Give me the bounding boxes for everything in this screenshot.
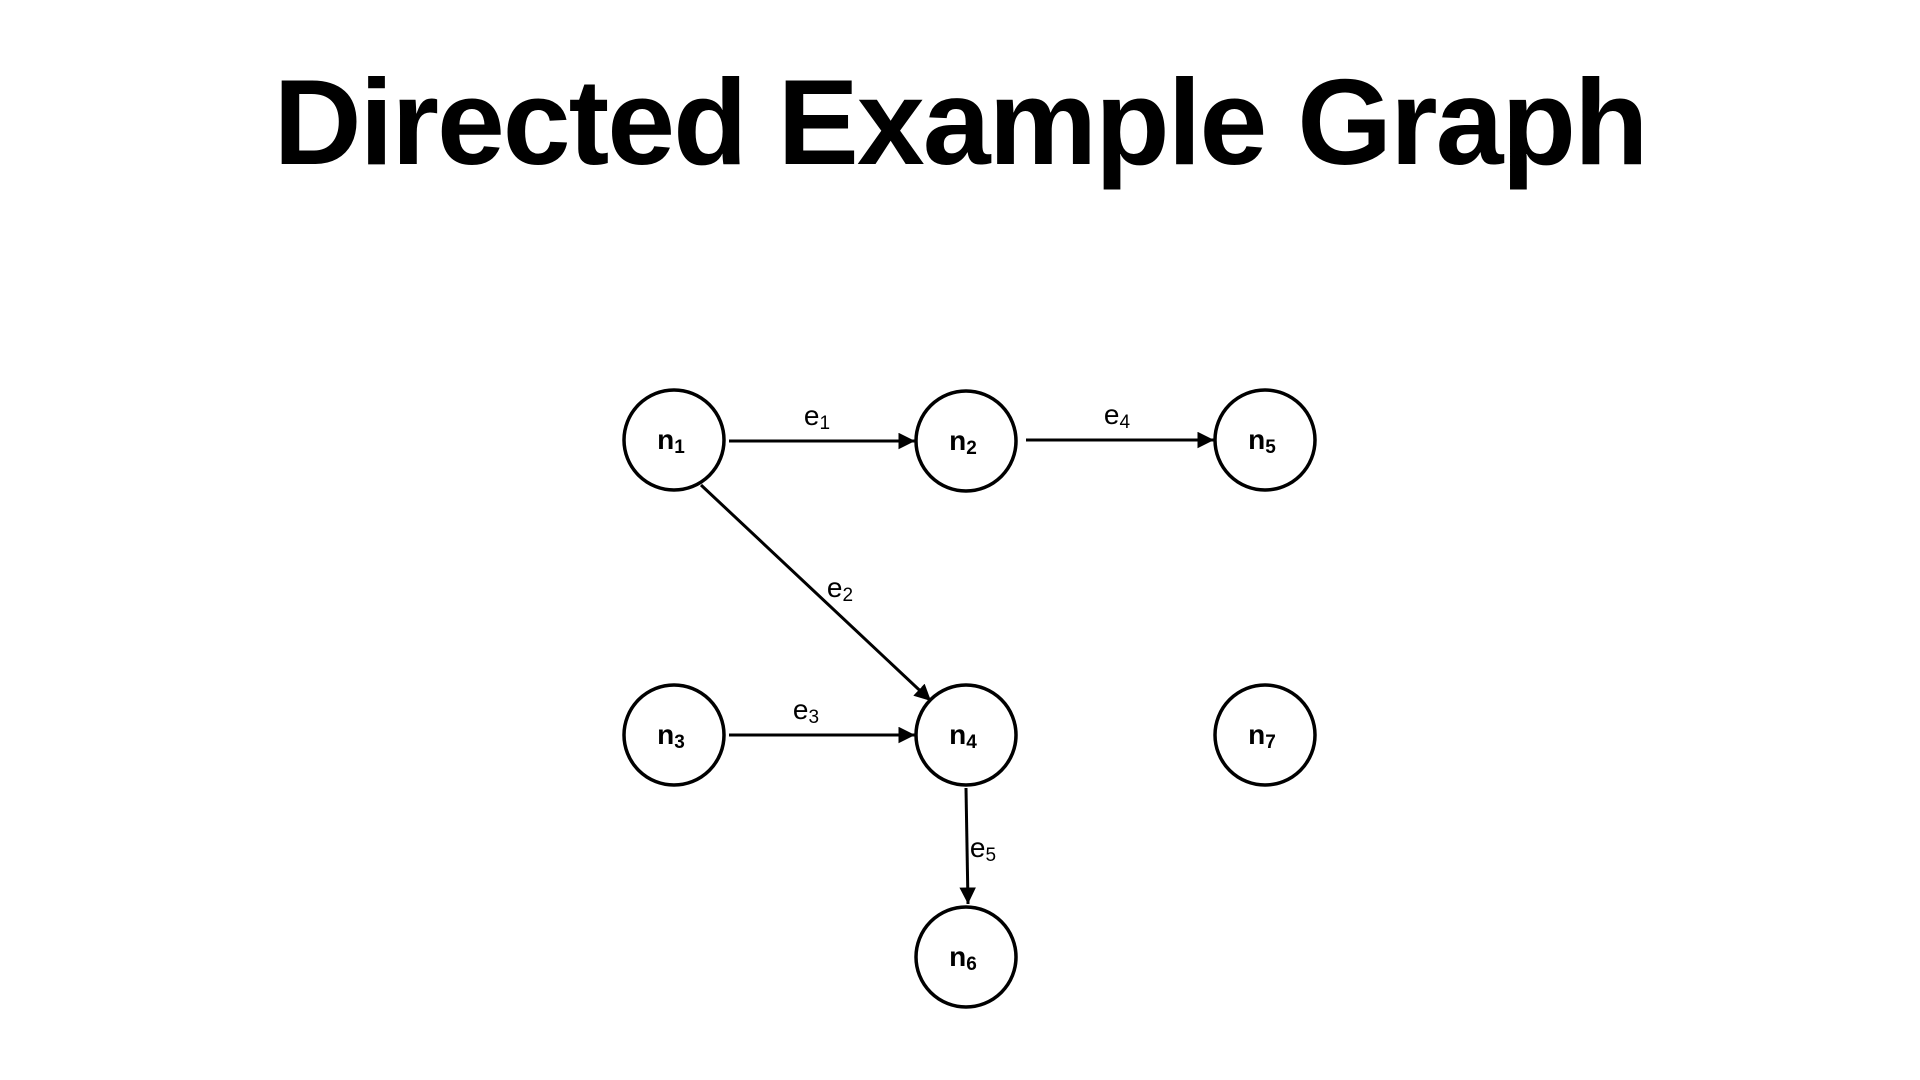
node-n2-circle [914,389,1018,493]
node-n7-circle [1213,683,1317,787]
edge-label-e2: e2 [827,572,853,606]
node-n5: n5 [1213,388,1317,492]
node-n5-circle [1213,388,1317,492]
edge-label-e3: e3 [793,694,819,728]
node-label-n2: n2 [949,425,977,459]
edge-e5-arrow [959,787,976,905]
edge-label-e5: e5 [970,832,996,866]
node-n4-circle [914,683,1018,787]
node-n6: n6 [914,905,1018,1009]
nodes-layer: n1 n2 n3 n4 n5 n6 n7 [622,388,1317,1009]
node-n3: n3 [622,683,726,787]
node-label-n5: n5 [1248,424,1276,458]
node-n2: n2 [914,389,1018,493]
edges-layer [699,431,1214,905]
node-n1: n1 [622,388,726,492]
edge-labels-layer: e1 e2 e3 e4 e5 [793,399,1131,866]
node-n6-circle [914,905,1018,1009]
node-n4: n4 [914,683,1018,787]
node-n1-circle [622,388,726,492]
node-n3-circle [622,683,726,787]
edge-e2-arrow [699,483,933,703]
node-label-n7: n7 [1248,719,1276,753]
node-label-n1: n1 [657,424,685,458]
edge-label-e1: e1 [804,400,830,434]
node-label-n3: n3 [657,719,685,753]
edge-label-e4: e4 [1104,399,1131,433]
node-label-n6: n6 [949,941,977,975]
page-title: Directed Example Graph [273,54,1648,190]
node-label-n4: n4 [949,719,977,753]
node-n7: n7 [1213,683,1317,787]
